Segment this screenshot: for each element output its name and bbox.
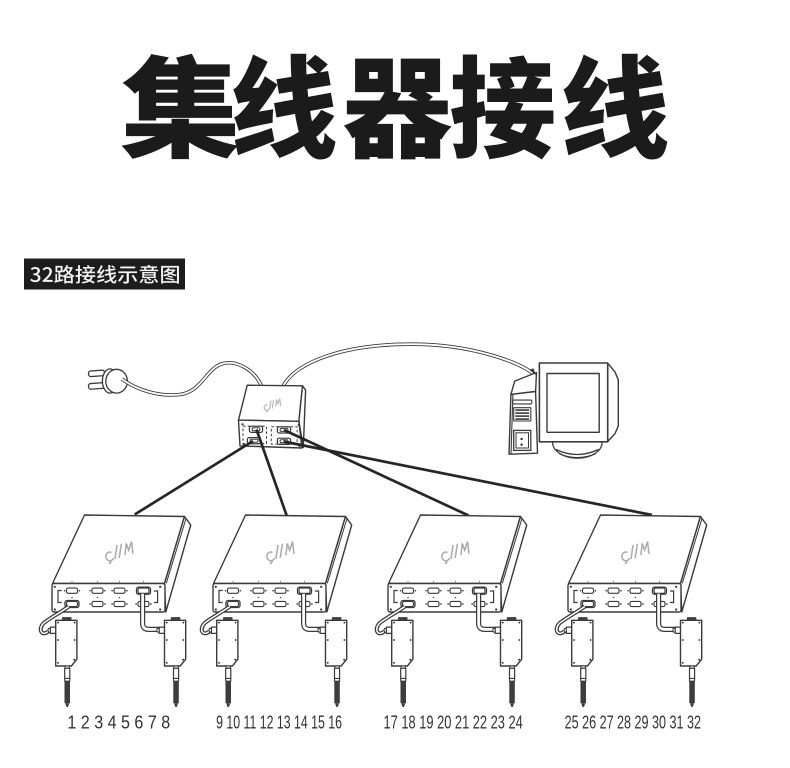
svg-text:17 18 19 20 21 22 23 24: 17 18 19 20 21 22 23 24 — [384, 712, 523, 732]
svg-text:1 2 3 4 5 6 7 8: 1 2 3 4 5 6 7 8 — [67, 712, 170, 732]
svg-text:9 10 11 12 13 14 15 16: 9 10 11 12 13 14 15 16 — [216, 712, 342, 732]
svg-text:25 26 27 28 29 30 31 32: 25 26 27 28 29 30 31 32 — [565, 712, 701, 732]
